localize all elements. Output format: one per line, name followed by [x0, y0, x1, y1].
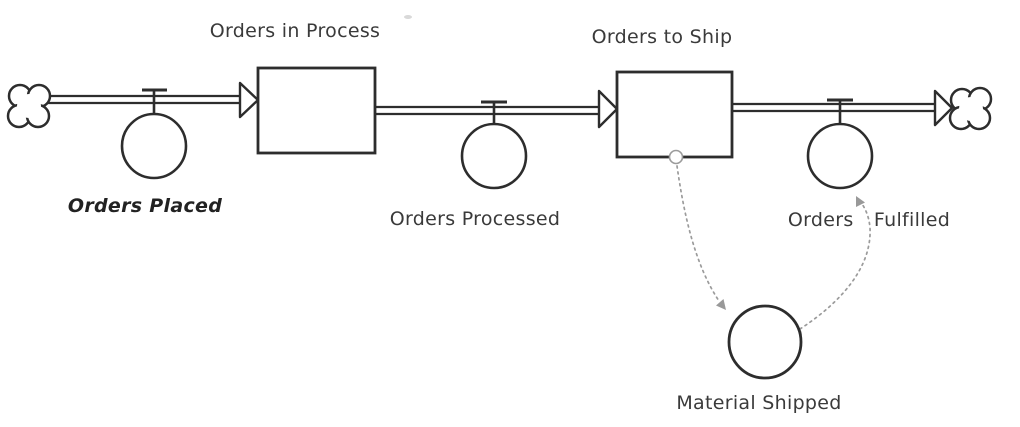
auxiliary-label-material-shipped: Material Shipped [676, 392, 842, 414]
connector-start-handle [668, 149, 684, 165]
valve-orders-placed-icon [120, 88, 188, 180]
scan-artifact [404, 15, 412, 19]
connector-arrowhead [856, 196, 865, 207]
stock-orders-in-process [256, 66, 377, 155]
connector-arrowhead [716, 299, 726, 310]
flow-arrowhead-into-orders-in-process [238, 81, 260, 119]
sink-cloud-icon [948, 86, 993, 131]
flow-arrowhead-into-orders-to-ship [597, 89, 619, 129]
stock-label-orders-in-process: Orders in Process [209, 20, 381, 42]
flow-label-orders-fulfilled: Orders Fulfilled [787, 209, 951, 231]
valve-orders-processed-icon [460, 100, 528, 190]
auxiliary-material-shipped-circle [727, 304, 803, 380]
stock-label-orders-to-ship: Orders to Ship [591, 26, 733, 48]
connector-orders-to-ship-to-material-shipped [668, 149, 726, 310]
stock-orders-to-ship [615, 70, 734, 159]
flow-pipe-orders-processed [375, 105, 600, 116]
flow-pipe-orders-fulfilled [732, 102, 936, 113]
flow-label-orders-processed: Orders Processed [389, 208, 561, 230]
flow-pipe-orders-placed [46, 94, 240, 105]
valve-orders-fulfilled-icon [806, 98, 874, 190]
flow-arrowhead-into-sink-cloud [933, 89, 954, 127]
flow-label-orders-placed: Orders Placed [67, 195, 223, 217]
source-cloud-icon [6, 83, 52, 129]
